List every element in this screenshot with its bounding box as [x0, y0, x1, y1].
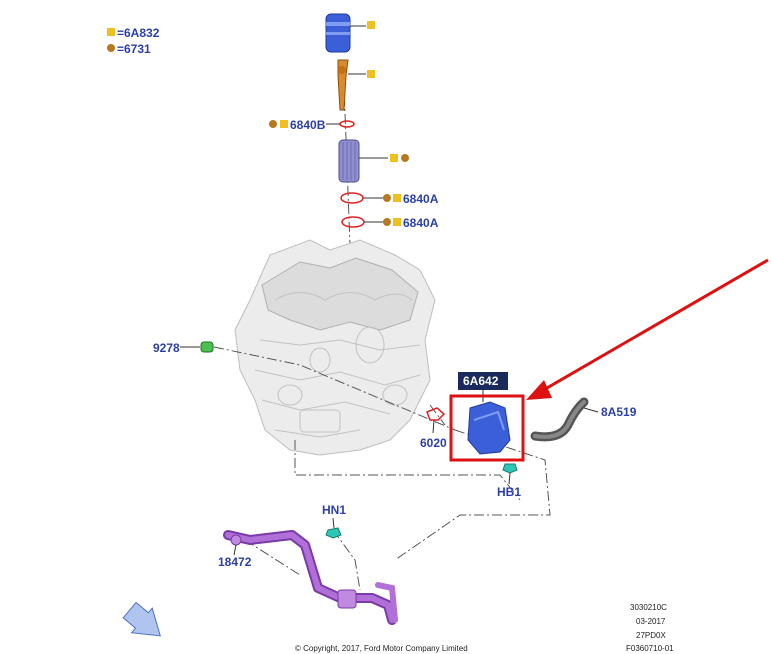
projection-lines [213, 346, 551, 591]
dot-marker-icon [401, 154, 409, 162]
callout-18472: 18472 [218, 555, 252, 569]
reference-block: 3030210C 03-2017 27PD0X F0360710-01 [626, 603, 674, 653]
callout-8A519: 8A519 [601, 405, 637, 419]
square-marker-icon [390, 154, 398, 162]
callout-6840B: 6840B [290, 118, 326, 132]
sensor-9278[interactable]: 9278 [153, 341, 214, 355]
square-marker-icon [280, 120, 288, 128]
filter-cap[interactable] [325, 13, 375, 53]
highlight-box [449, 394, 525, 462]
callout-6020: 6020 [420, 436, 447, 450]
callout-9278: 9278 [153, 341, 180, 355]
legend-dot-icon [107, 44, 115, 52]
callout-6840A-upper: 6840A [403, 192, 439, 206]
callout-6840A-lower: 6840A [403, 216, 439, 230]
dot-marker-icon [383, 194, 391, 202]
callout-tag-6A642 [458, 372, 508, 390]
callout-HN1: HN1 [322, 503, 346, 517]
part-6A642[interactable]: 6A642 [449, 372, 525, 462]
seal-6840B[interactable]: 6840B [269, 118, 355, 132]
filter-insert[interactable] [337, 59, 375, 111]
dot-marker-icon [269, 120, 277, 128]
copyright-text: © Copyright, 2017, Ford Motor Company Li… [295, 644, 468, 653]
seal-6840A-upper[interactable]: 6840A [340, 192, 439, 206]
red-arrow-icon [526, 258, 769, 400]
engine-block [234, 239, 436, 456]
reference-line-3: 27PD0X [636, 631, 666, 640]
filter-element[interactable] [338, 139, 409, 183]
callout-HB1: HB1 [497, 485, 521, 499]
nut-HN1[interactable]: HN1 [322, 503, 346, 539]
legend-square-icon [107, 28, 115, 36]
legend-dot-code: =6731 [117, 42, 151, 56]
tube-18472[interactable]: 18472 [218, 530, 398, 625]
seal-6840A-lower[interactable]: 6840A [341, 216, 439, 230]
gasket-6020[interactable]: 6020 [420, 407, 447, 450]
square-marker-icon [367, 70, 375, 78]
square-marker-icon [367, 21, 375, 29]
reference-line-2: 03-2017 [636, 617, 666, 626]
bolt-HB1[interactable]: HB1 [497, 463, 521, 499]
legend-square-code: =6A832 [117, 26, 160, 40]
square-marker-icon [393, 218, 401, 226]
hose-8A519[interactable]: 8A519 [530, 397, 637, 442]
legend: =6A832 =6731 [107, 26, 160, 56]
reference-line-4: F0360710-01 [626, 644, 674, 653]
callout-6A642: 6A642 [463, 374, 499, 388]
dot-marker-icon [383, 218, 391, 226]
orientation-arrow-icon [122, 601, 162, 637]
reference-line-1: 3030210C [630, 603, 667, 612]
square-marker-icon [393, 194, 401, 202]
